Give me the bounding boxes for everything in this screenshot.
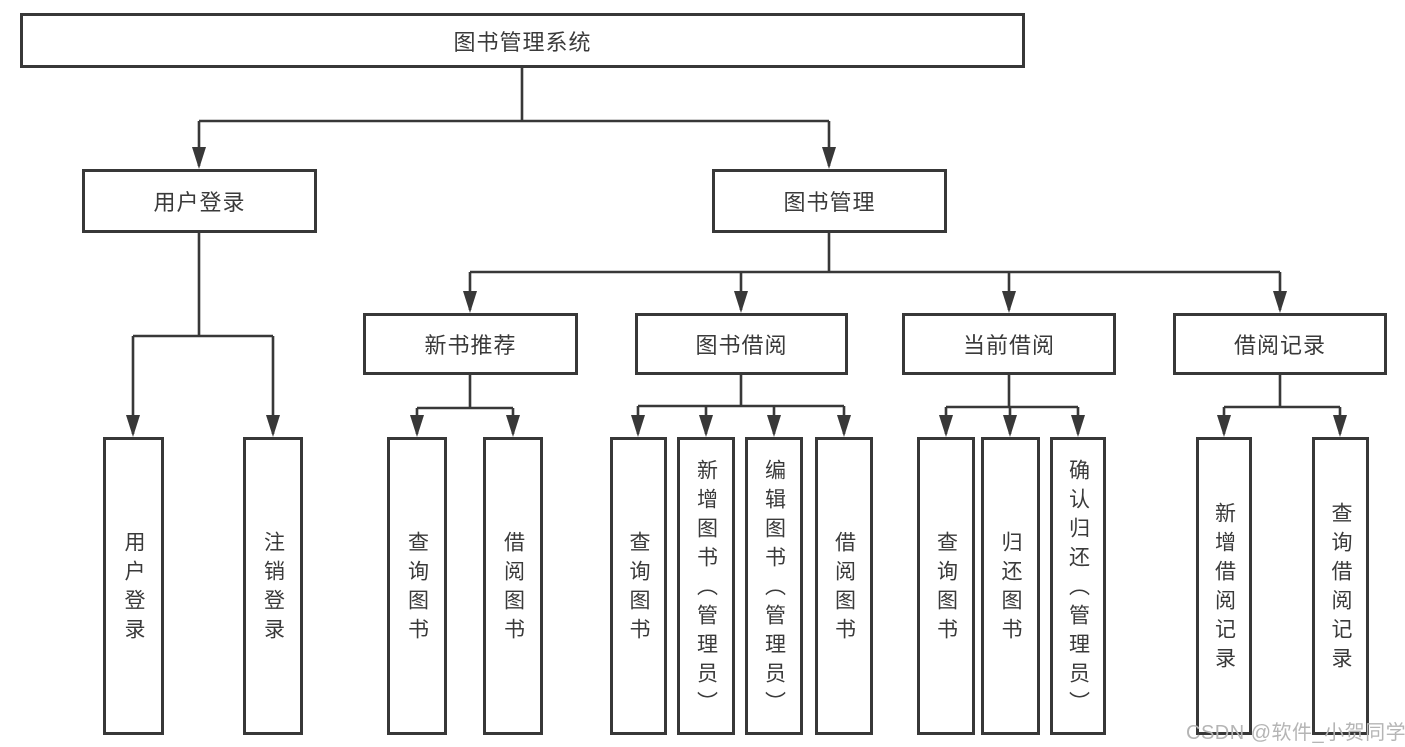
leaf-add-books-admin: 新增图书（管理员） (677, 437, 735, 735)
leaf-logout: 注销登录 (243, 437, 303, 735)
leaf-add-borrow-record: 新增借阅记录 (1196, 437, 1252, 735)
arrowheads (126, 147, 1347, 437)
node-current-borrowing: 当前借阅 (902, 313, 1116, 375)
leaf-query-books-borrow: 查询图书 (610, 437, 667, 735)
node-book-management: 图书管理 (712, 169, 947, 233)
leaf-query-books-recommend: 查询图书 (387, 437, 447, 735)
node-borrowing-records: 借阅记录 (1173, 313, 1387, 375)
node-library-system: 图书管理系统 (20, 13, 1025, 68)
leaf-borrow-books: 借阅图书 (815, 437, 873, 735)
node-new-book-recommend: 新书推荐 (363, 313, 578, 375)
leaf-query-books-current: 查询图书 (917, 437, 975, 735)
connector-root-to-level1 (197, 68, 831, 166)
connector-book-borrow-to-leaves (636, 375, 846, 434)
node-user-login: 用户登录 (82, 169, 317, 233)
leaf-confirm-return-admin: 确认归还（管理员） (1050, 437, 1106, 735)
connector-book-mgmt-to-level2 (468, 233, 1282, 310)
connector-borrow-record-to-leaves (1222, 375, 1342, 434)
leaf-user-login: 用户登录 (103, 437, 164, 735)
connector-user-login-to-leaves (131, 233, 275, 434)
leaf-query-borrow-record: 查询借阅记录 (1312, 437, 1369, 735)
leaf-borrow-books-recommend: 借阅图书 (483, 437, 543, 735)
node-book-borrowing: 图书借阅 (635, 313, 848, 375)
connector-new-book-to-leaves (415, 375, 515, 434)
leaf-return-books: 归还图书 (981, 437, 1040, 735)
csdn-watermark: CSDN @软件_小贺同学 (1186, 722, 1405, 744)
leaf-edit-books-admin: 编辑图书（管理员） (745, 437, 803, 735)
